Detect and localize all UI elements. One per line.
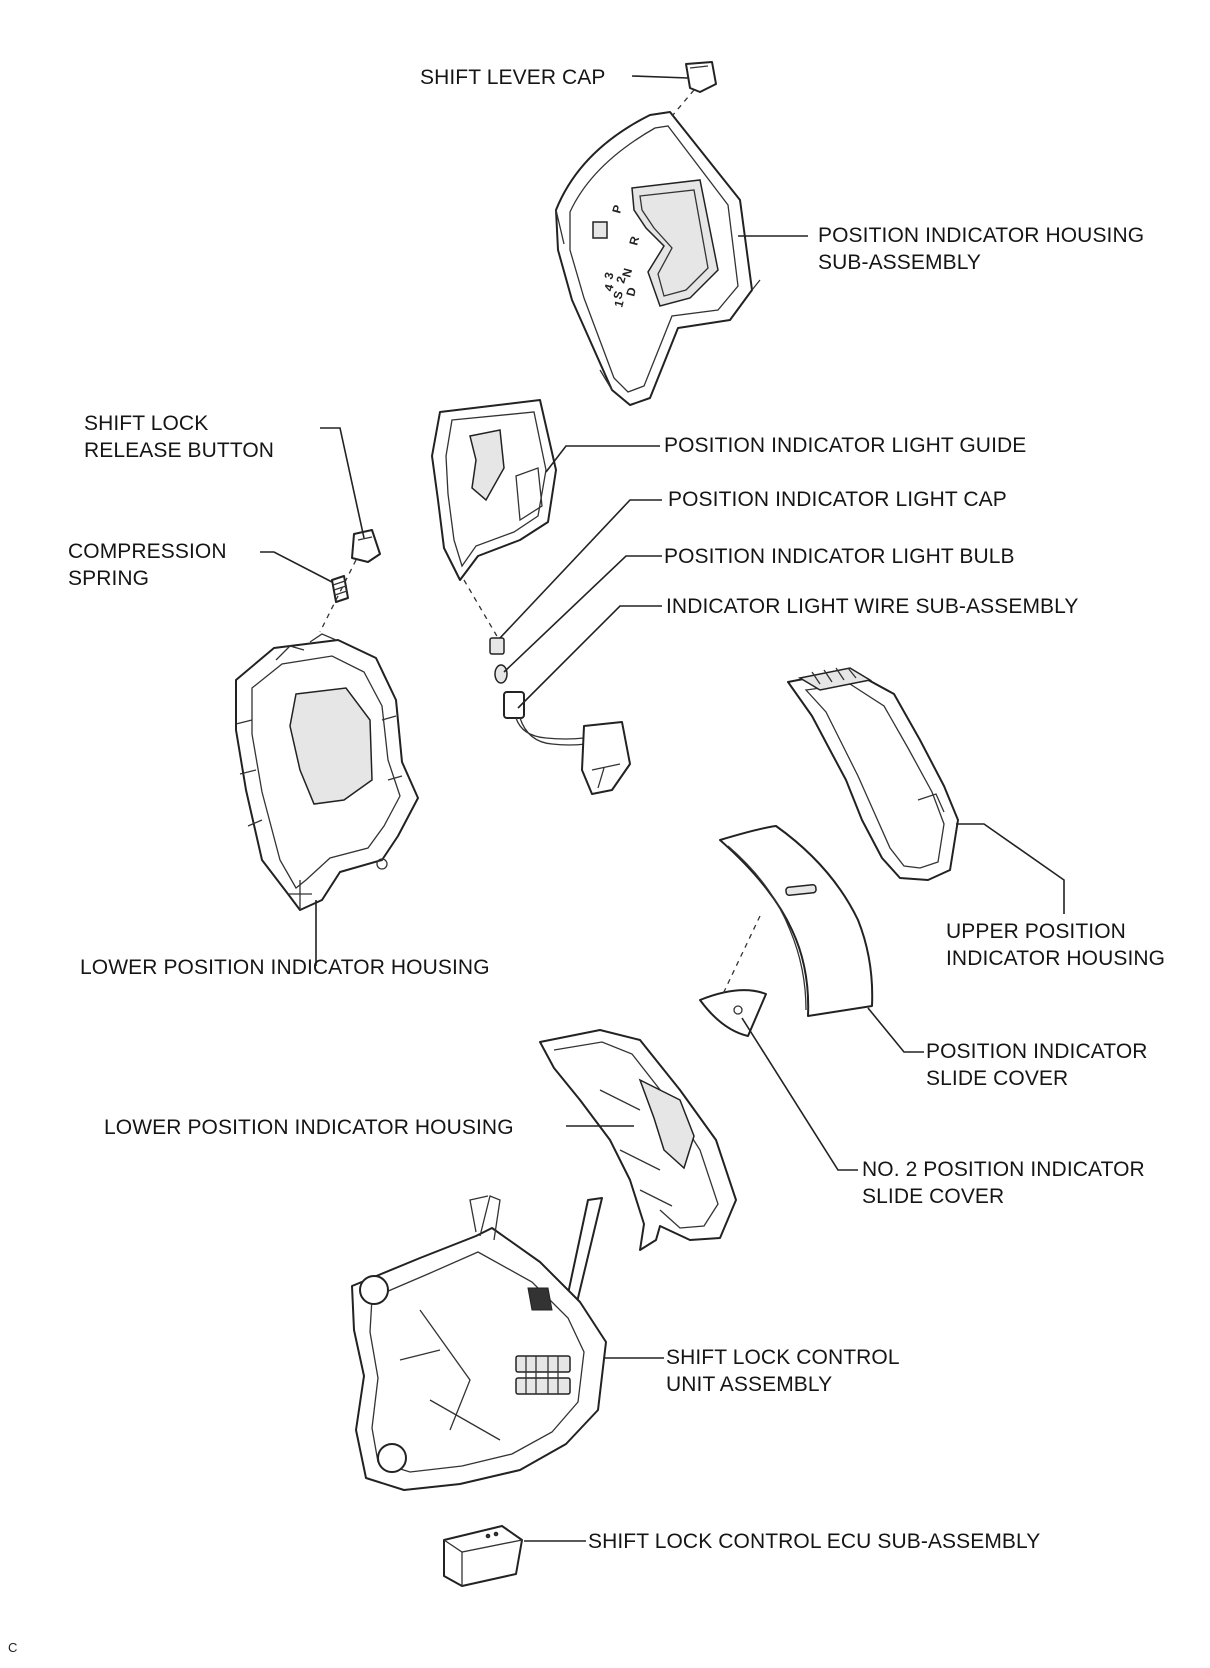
label-shift-lock-control-unit-assembly: SHIFT LOCK CONTROL UNIT ASSEMBLY bbox=[666, 1344, 900, 1398]
label-position-indicator-slide-cover: POSITION INDICATOR SLIDE COVER bbox=[926, 1038, 1148, 1092]
position-indicator-light-guide-part bbox=[431, 399, 557, 581]
gate-letter-d: D bbox=[623, 285, 639, 297]
label-line-1: POSITION INDICATOR bbox=[926, 1040, 1148, 1063]
assembly-guide-lines bbox=[319, 89, 761, 997]
label-line-2: SLIDE COVER bbox=[862, 1185, 1005, 1208]
gate-letter-3: 3 bbox=[601, 270, 616, 280]
gate-letter-1: 1 bbox=[611, 298, 626, 308]
label-shift-lock-control-ecu-sub-assembly: SHIFT LOCK CONTROL ECU SUB-ASSEMBLY bbox=[588, 1530, 1041, 1553]
gate-letter-s: S bbox=[610, 289, 626, 300]
gate-letter-p: P bbox=[609, 203, 625, 214]
label-line-2: UNIT ASSEMBLY bbox=[666, 1373, 833, 1396]
label-line-2: SLIDE COVER bbox=[926, 1067, 1069, 1090]
label-upper-position-indicator-housing: UPPER POSITION INDICATOR HOUSING bbox=[946, 918, 1165, 972]
corner-mark: C bbox=[8, 1640, 18, 1655]
label-lower-position-indicator-housing-1: LOWER POSITION INDICATOR HOUSING bbox=[80, 956, 490, 979]
label-position-indicator-housing-sub-assembly: POSITION INDICATOR HOUSING SUB-ASSEMBLY bbox=[818, 222, 1144, 276]
compression-spring-part bbox=[331, 575, 349, 603]
position-indicator-light-bulb-part bbox=[494, 664, 508, 684]
gate-letter-r: R bbox=[626, 234, 642, 246]
position-indicator-slide-cover-part bbox=[719, 825, 874, 1017]
label-shift-lever-cap: SHIFT LEVER CAP bbox=[420, 66, 606, 89]
label-position-indicator-light-cap: POSITION INDICATOR LIGHT CAP bbox=[668, 488, 1007, 511]
upper-position-indicator-housing-part bbox=[787, 667, 959, 881]
label-line-1: POSITION INDICATOR HOUSING bbox=[818, 224, 1145, 247]
label-line-2: INDICATOR HOUSING bbox=[946, 947, 1166, 970]
label-line-2: SPRING bbox=[68, 567, 150, 590]
indicator-light-wire-part bbox=[503, 691, 631, 795]
label-line-1: SHIFT LOCK CONTROL bbox=[666, 1346, 900, 1369]
position-indicator-housing-part bbox=[555, 111, 761, 406]
position-indicator-light-cap-part bbox=[489, 637, 505, 655]
label-line-1: NO. 2 POSITION INDICATOR bbox=[862, 1158, 1145, 1181]
label-line-1: UPPER POSITION bbox=[946, 920, 1126, 943]
label-line-2: RELEASE BUTTON bbox=[84, 439, 275, 462]
label-line-2: SUB-ASSEMBLY bbox=[818, 251, 982, 274]
label-compression-spring: COMPRESSION SPRING bbox=[68, 538, 227, 592]
gate-letter-n: N bbox=[619, 267, 635, 279]
shift-lock-release-button-part bbox=[351, 529, 381, 563]
shift-lock-control-ecu-part bbox=[443, 1525, 523, 1587]
label-lower-position-indicator-housing-2: LOWER POSITION INDICATOR HOUSING bbox=[104, 1116, 514, 1139]
label-indicator-light-wire-sub-assembly: INDICATOR LIGHT WIRE SUB-ASSEMBLY bbox=[666, 595, 1079, 618]
gate-letter-4: 4 bbox=[601, 282, 616, 292]
shift-lock-control-unit-part bbox=[351, 1195, 607, 1491]
label-shift-lock-release-button: SHIFT LOCK RELEASE BUTTON bbox=[84, 410, 274, 464]
shift-lever-cap-part bbox=[685, 61, 717, 93]
lower-position-indicator-housing-middle-part bbox=[539, 1029, 737, 1251]
label-no2-position-indicator-slide-cover: NO. 2 POSITION INDICATOR SLIDE COVER bbox=[862, 1156, 1145, 1210]
label-position-indicator-light-bulb: POSITION INDICATOR LIGHT BULB bbox=[664, 545, 1015, 568]
lower-position-indicator-housing-left-part bbox=[235, 633, 419, 911]
label-line-1: SHIFT LOCK bbox=[84, 412, 209, 435]
leader-lines bbox=[260, 75, 1065, 1542]
label-line-1: COMPRESSION bbox=[68, 540, 227, 563]
label-position-indicator-light-guide: POSITION INDICATOR LIGHT GUIDE bbox=[664, 434, 1027, 457]
gate-letter-2: 2 bbox=[613, 274, 628, 284]
no2-slide-cover-part bbox=[699, 989, 767, 1037]
